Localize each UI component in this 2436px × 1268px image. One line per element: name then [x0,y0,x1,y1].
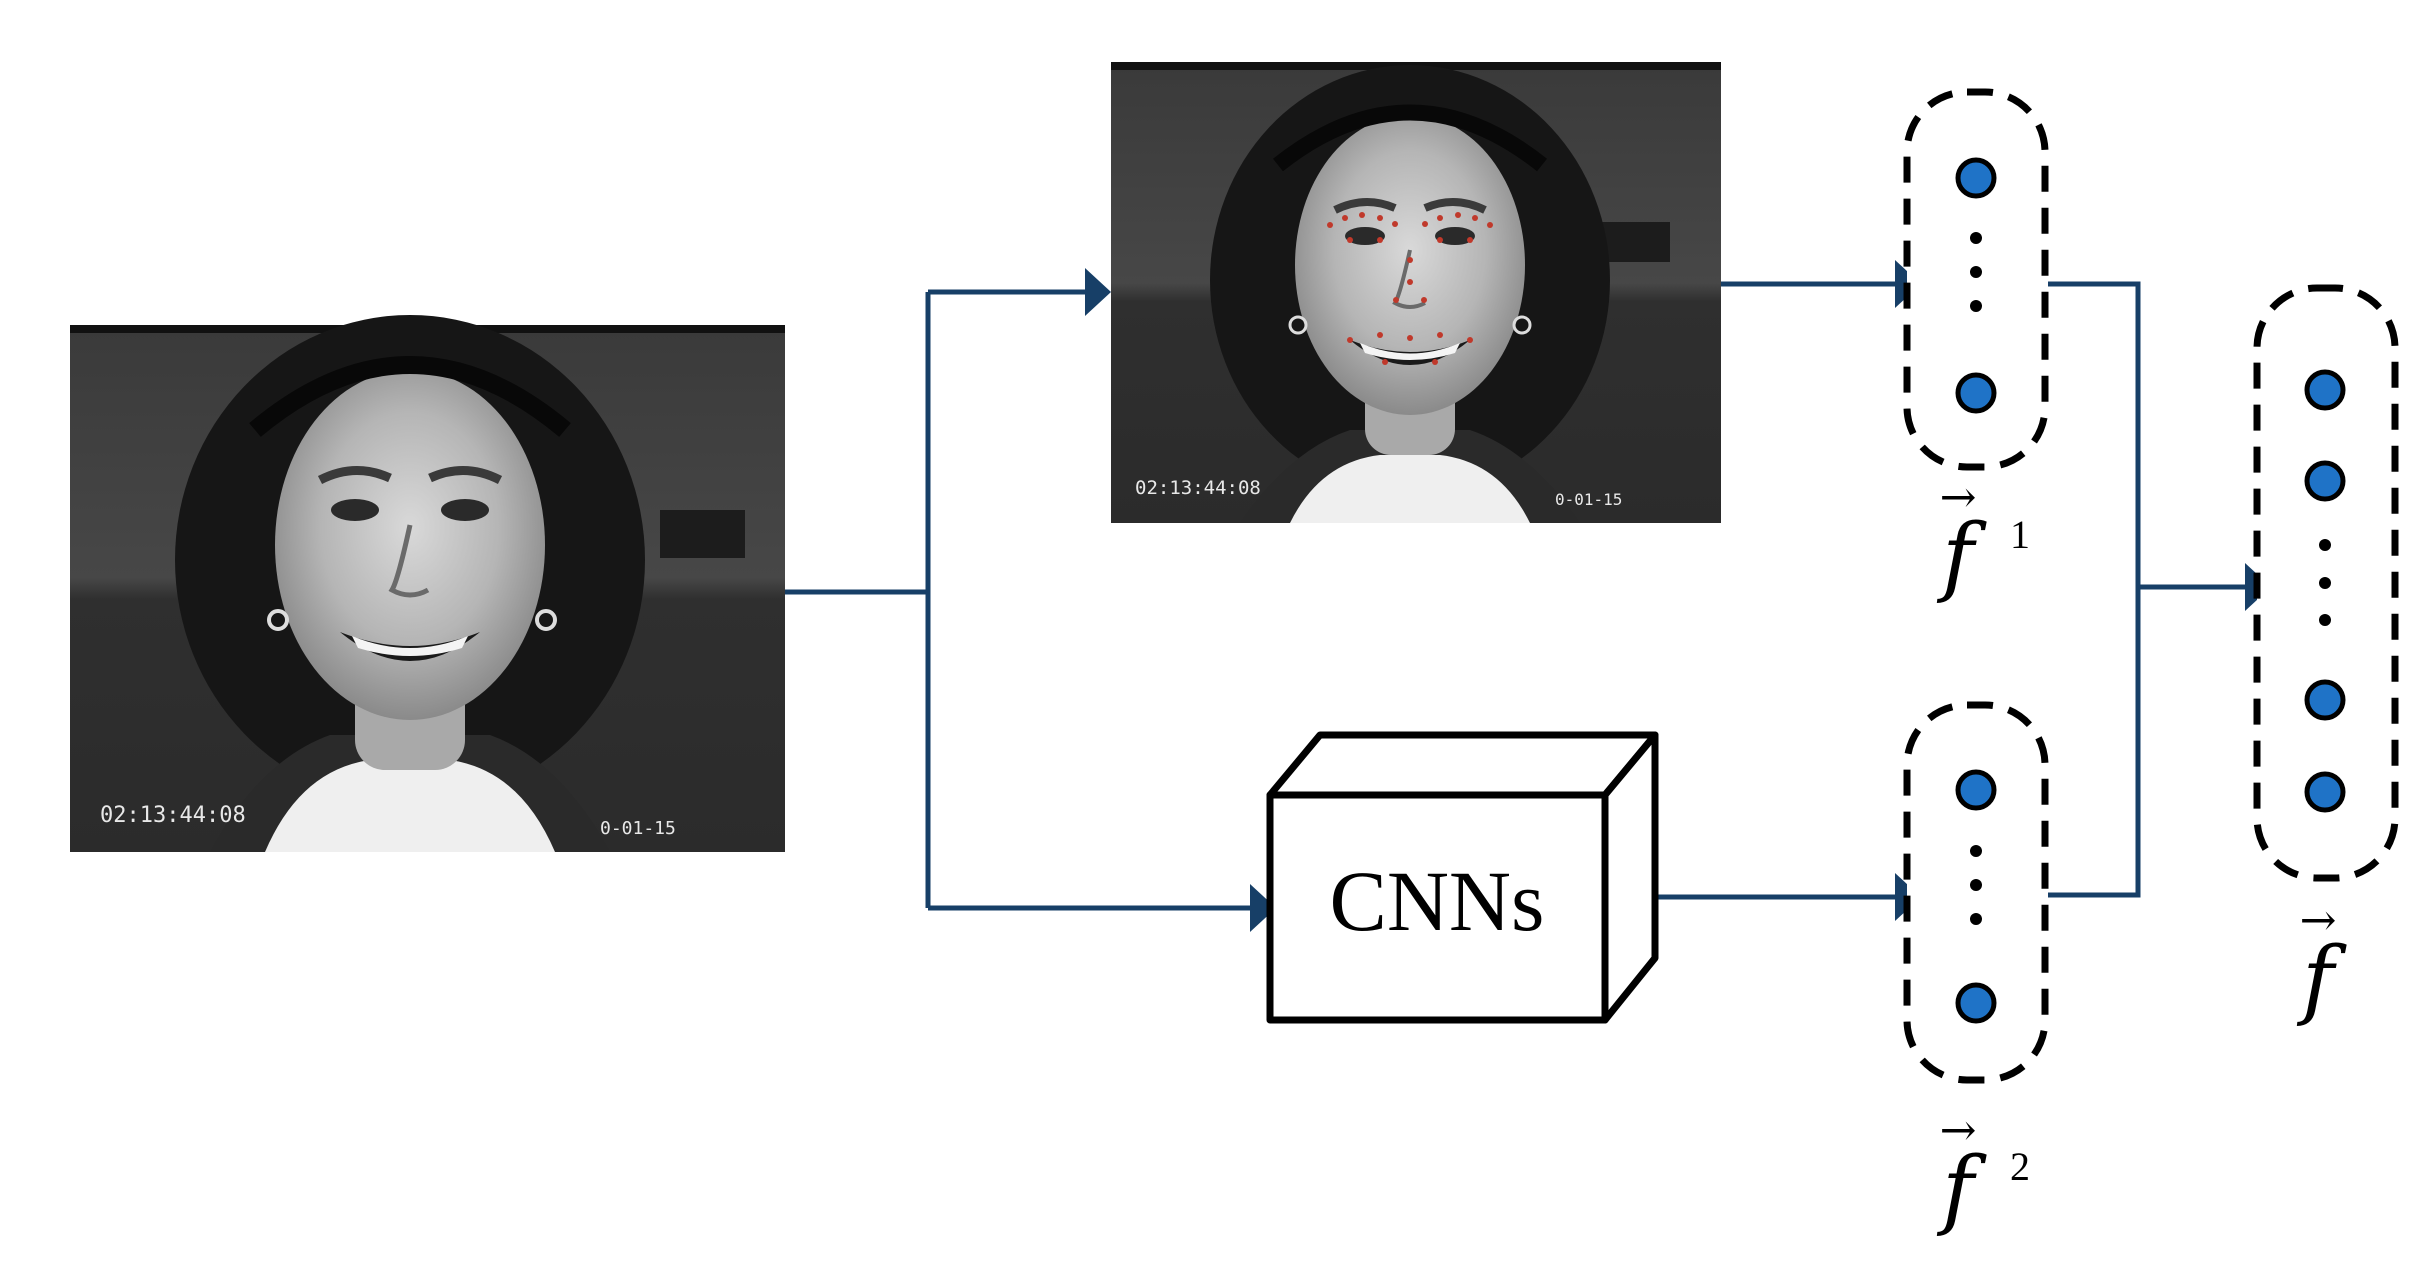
f1-node [1955,157,1997,199]
fused-symbol: f [2296,929,2347,1029]
svg-text:→: → [2300,895,2337,946]
f1-label: → f 1 [1936,472,2030,606]
f2-node [1955,982,1997,1024]
landmark-face-image: 02:13:44:08 0-01-15 [1111,62,1721,523]
f2-label: → f 2 [1936,1105,2030,1239]
arrow-to-landmark-image [1085,268,1111,316]
fused-node [2304,679,2346,721]
feature-vector-f2: → f 2 [1903,701,2049,1239]
svg-text:→: → [1940,472,1977,523]
facial-landmark-points [1327,212,1493,365]
f1-node [1955,372,1997,414]
fused-label: → f [2296,895,2347,1029]
f1-superscript: 1 [2010,512,2030,557]
input-date-stamp: 0-01-15 [600,818,676,839]
arrow-to-cnn [1250,884,1276,932]
f2-symbol: f [1936,1139,1987,1239]
f1-symbol: f [1936,506,1987,606]
feature-vector-fused: → f [2253,284,2399,1029]
feature-vector-f1: → f 1 [1903,88,2049,606]
cnn-block-top-face [1266,731,1659,799]
f2-superscript: 2 [2010,1144,2030,1189]
svg-text:→: → [1940,1105,1977,1156]
cnn-label: CNNs [1329,853,1544,949]
landmark-date-stamp: 0-01-15 [1555,490,1622,509]
fused-node [2304,771,2346,813]
input-face-image: 02:13:44:08 0-01-15 [70,315,785,852]
f2-node [1955,769,1997,811]
input-timecode: 02:13:44:08 [100,803,246,828]
fused-node [2304,460,2346,502]
cnn-block: CNNs [1266,731,1659,1024]
landmark-timecode: 02:13:44:08 [1135,477,1261,499]
fused-node [2304,369,2346,411]
connector-lines [785,281,2245,911]
cnn-block-front-face [1266,791,1609,1024]
